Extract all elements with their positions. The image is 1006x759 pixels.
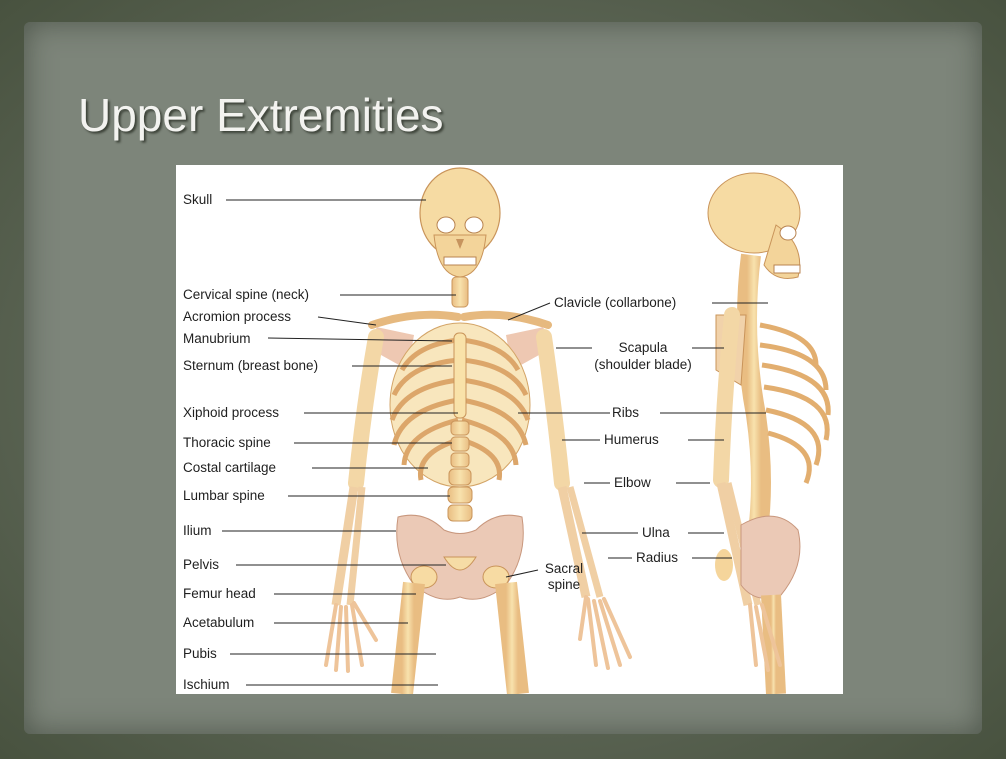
slide-title: Upper Extremities	[78, 88, 444, 142]
label-thoracic-spine: Thoracic spine	[183, 435, 271, 451]
label-pelvis: Pelvis	[183, 557, 219, 573]
label-ischium: Ischium	[183, 677, 230, 693]
label-elbow: Elbow	[614, 475, 651, 491]
label-sternum: Sternum (breast bone)	[183, 358, 318, 374]
label-sacral: Sacral	[534, 561, 594, 577]
label-humerus: Humerus	[604, 432, 659, 448]
label-skull: Skull	[183, 192, 212, 208]
label-clavicle: Clavicle (collarbone)	[554, 295, 676, 311]
label-pubis: Pubis	[183, 646, 217, 662]
label-ribs: Ribs	[612, 405, 639, 421]
label-costal-cartilage: Costal cartilage	[183, 460, 276, 476]
label-acromion-process: Acromion process	[183, 309, 291, 325]
label-sacral-sub: spine	[534, 577, 594, 593]
label-femur-head: Femur head	[183, 586, 256, 602]
skeleton-drawing	[176, 165, 843, 694]
label-scapula-sub: (shoulder blade)	[588, 357, 698, 373]
label-xiphoid-process: Xiphoid process	[183, 405, 279, 421]
label-manubrium: Manubrium	[183, 331, 251, 347]
label-cervical-spine: Cervical spine (neck)	[183, 287, 309, 303]
label-scapula: Scapula	[588, 340, 698, 356]
front-skeleton	[326, 168, 630, 694]
label-acetabulum: Acetabulum	[183, 615, 254, 631]
skeleton-figure: Skull Cervical spine (neck) Acromion pro…	[176, 165, 843, 694]
label-lumbar-spine: Lumbar spine	[183, 488, 265, 504]
label-ulna: Ulna	[642, 525, 670, 541]
side-skeleton	[708, 173, 828, 694]
label-radius: Radius	[636, 550, 678, 566]
label-ilium: Ilium	[183, 523, 212, 539]
